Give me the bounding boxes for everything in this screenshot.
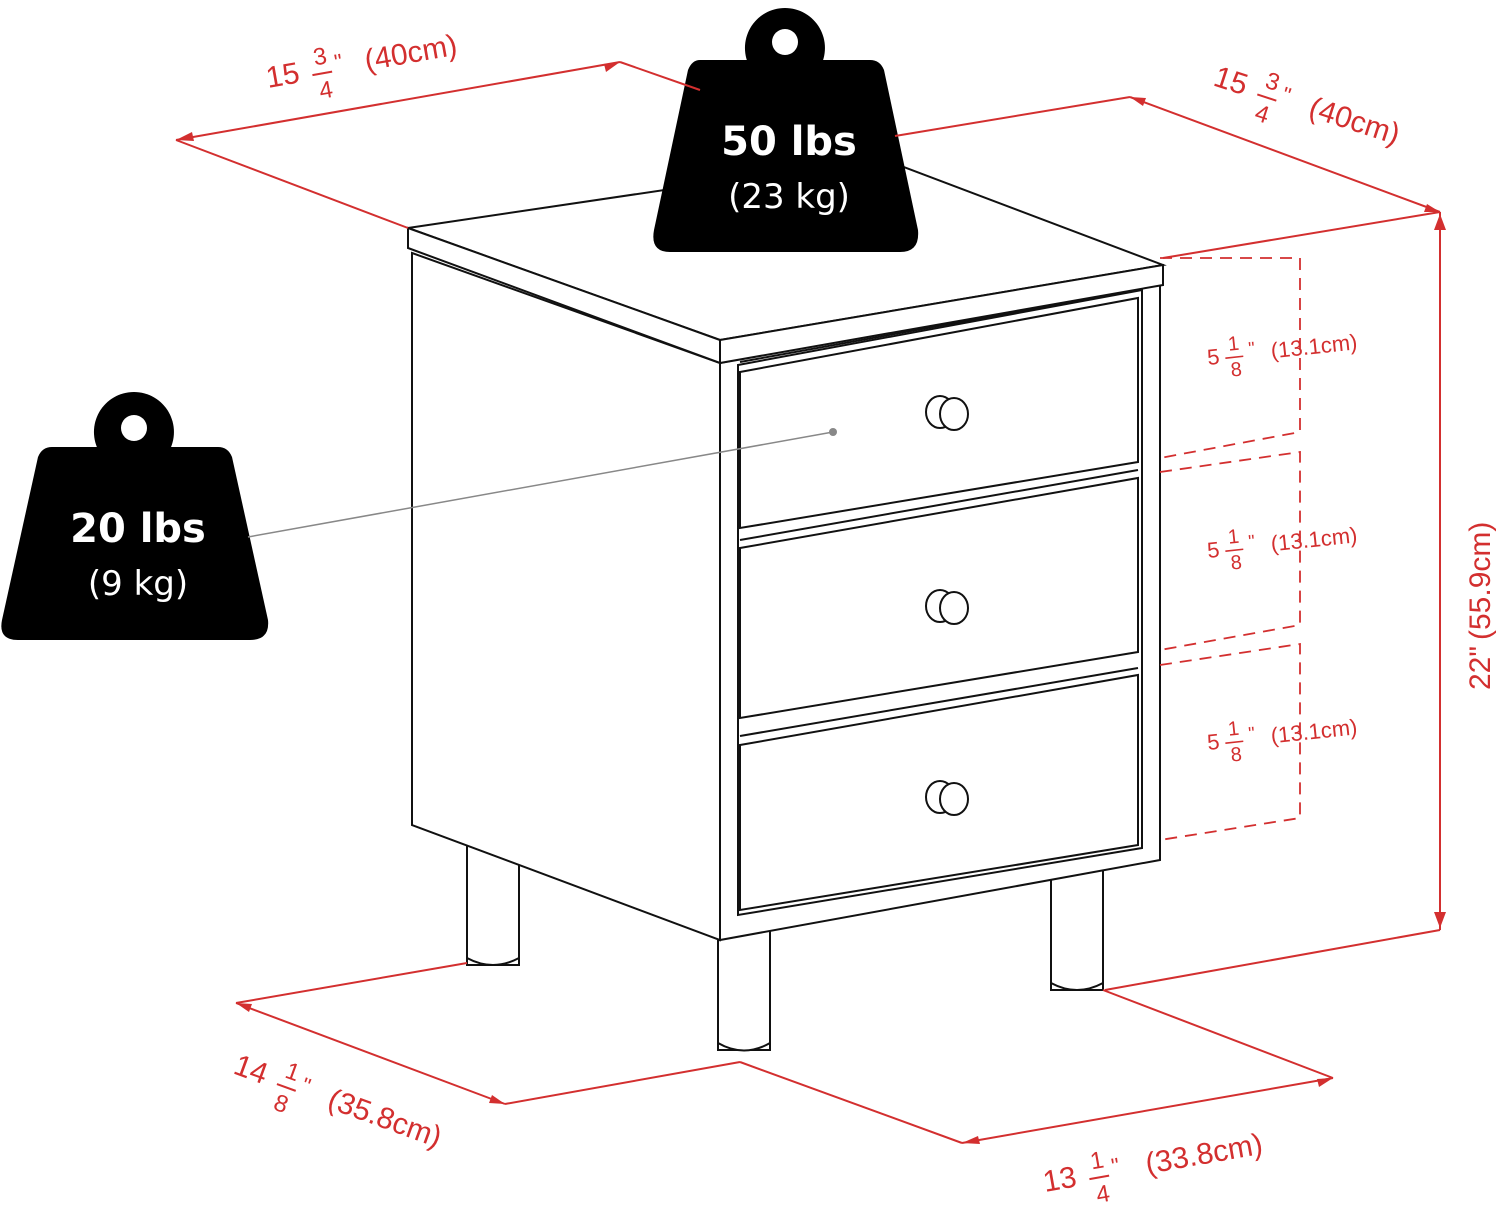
nightstand <box>407 156 1167 1052</box>
weight-badge-top: 50 lbs (23 kg) <box>653 8 919 252</box>
label-height: 22" (55.9cm) <box>1464 522 1497 690</box>
weight-top-sub: (23 kg) <box>728 177 850 217</box>
svg-text:8: 8 <box>1230 744 1243 767</box>
svg-text:(33.8cm): (33.8cm) <box>1143 1128 1265 1181</box>
svg-text:14: 14 <box>230 1049 273 1091</box>
knob-3[interactable] <box>925 780 969 816</box>
label-top-width: 15 3 4 " (40cm) <box>263 29 460 105</box>
svg-text:1: 1 <box>1227 718 1240 741</box>
svg-text:(55.9cm): (55.9cm) <box>1464 522 1497 640</box>
svg-text:5: 5 <box>1206 344 1221 370</box>
svg-text:3: 3 <box>311 43 329 72</box>
svg-text:(13.1cm): (13.1cm) <box>1270 714 1359 748</box>
svg-text:5: 5 <box>1206 537 1221 563</box>
svg-text:22": 22" <box>1464 646 1497 690</box>
side-panel <box>411 251 721 942</box>
weight-drawer-sub: (9 kg) <box>88 564 188 604</box>
svg-text:8: 8 <box>1230 552 1243 575</box>
label-base-left: 14 1 8 " (35.8cm) <box>230 1049 447 1155</box>
dimension-lines <box>175 61 1446 1144</box>
svg-text:": " <box>1279 82 1294 108</box>
svg-text:1: 1 <box>282 1057 304 1087</box>
drawer-weight-leader <box>247 431 834 538</box>
label-drawer-2: 5 1 8 " (13.1cm) <box>1206 522 1359 575</box>
svg-text:": " <box>1109 1153 1121 1179</box>
svg-text:5: 5 <box>1206 729 1221 755</box>
label-drawer-3: 5 1 8 " (13.1cm) <box>1206 714 1359 767</box>
svg-text:": " <box>1247 723 1255 744</box>
svg-text:": " <box>1247 338 1255 359</box>
svg-text:4: 4 <box>317 76 335 105</box>
knob-2[interactable] <box>925 589 969 625</box>
svg-text:8: 8 <box>270 1089 292 1119</box>
label-base-right: 13 1 4 " (33.8cm) <box>1040 1128 1265 1205</box>
weight-top-main: 50 lbs <box>721 119 857 165</box>
top-edge-side <box>719 263 1164 365</box>
leg-back-left <box>466 844 520 966</box>
leg-front <box>717 929 771 1052</box>
svg-text:(13.1cm): (13.1cm) <box>1270 329 1359 363</box>
svg-text:3: 3 <box>1262 67 1283 97</box>
svg-text:": " <box>332 49 344 75</box>
svg-text:13: 13 <box>1040 1161 1079 1199</box>
label-drawer-1: 5 1 8 " (13.1cm) <box>1206 329 1359 382</box>
svg-text:(35.8cm): (35.8cm) <box>324 1083 447 1154</box>
svg-text:1: 1 <box>1088 1147 1106 1176</box>
svg-text:1: 1 <box>1227 333 1240 356</box>
svg-text:(40cm): (40cm) <box>1305 91 1404 151</box>
svg-text:15: 15 <box>1210 60 1252 102</box>
knob-1[interactable] <box>925 395 969 431</box>
weight-badge-drawer: 20 lbs (9 kg) <box>1 392 269 640</box>
svg-text:": " <box>298 1073 314 1099</box>
svg-text:8: 8 <box>1230 359 1243 382</box>
svg-text:15: 15 <box>263 57 302 95</box>
svg-text:(40cm): (40cm) <box>362 29 460 78</box>
svg-text:1: 1 <box>1227 526 1240 549</box>
svg-text:(13.1cm): (13.1cm) <box>1270 522 1359 556</box>
svg-text:4: 4 <box>1252 99 1273 129</box>
svg-text:4: 4 <box>1094 1180 1112 1205</box>
weight-drawer-main: 20 lbs <box>70 506 206 552</box>
label-top-depth: 15 3 4 " (40cm) <box>1210 60 1404 151</box>
leg-back-right <box>1050 869 1104 991</box>
svg-text:": " <box>1247 531 1255 552</box>
